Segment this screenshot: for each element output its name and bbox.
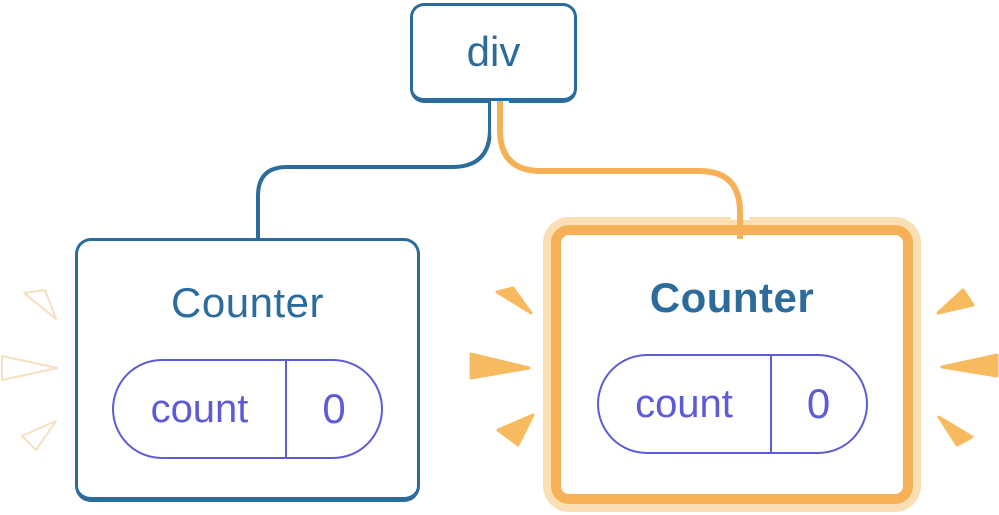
state-value-right: 0 — [806, 380, 831, 427]
sparkle-white-middle-icon — [1, 355, 58, 381]
root-node-label: div — [466, 28, 521, 75]
state-key-right: count — [599, 356, 772, 452]
sparkle-orange-left-middle-icon — [469, 352, 531, 380]
blue-connector-line — [256, 101, 492, 241]
counter-card-left: Counter count 0 — [75, 238, 420, 502]
orange-connector-line — [497, 101, 743, 239]
sparkle-white-bottom-icon — [21, 420, 57, 451]
sparkle-orange-left-bottom-icon — [496, 413, 535, 447]
root-node-div: div — [410, 3, 577, 103]
sparkle-orange-right-top-icon — [936, 288, 975, 315]
state-pill-right: count 0 — [596, 354, 868, 454]
counter-title-left: Counter — [171, 279, 324, 326]
counter-title-right: Counter — [649, 274, 815, 321]
state-value-left: 0 — [322, 385, 346, 432]
state-pill-left: count 0 — [112, 359, 383, 459]
sparkle-orange-right-bottom-icon — [937, 415, 974, 447]
sparkle-orange-left-top-icon — [495, 286, 533, 315]
orange-connector-casing — [491, 101, 749, 220]
sparkle-white-top-icon — [23, 289, 57, 320]
state-key-left: count — [114, 361, 287, 457]
sparkle-orange-right-middle-icon — [940, 353, 999, 378]
counter-card-right: Counter count 0 — [551, 225, 913, 504]
